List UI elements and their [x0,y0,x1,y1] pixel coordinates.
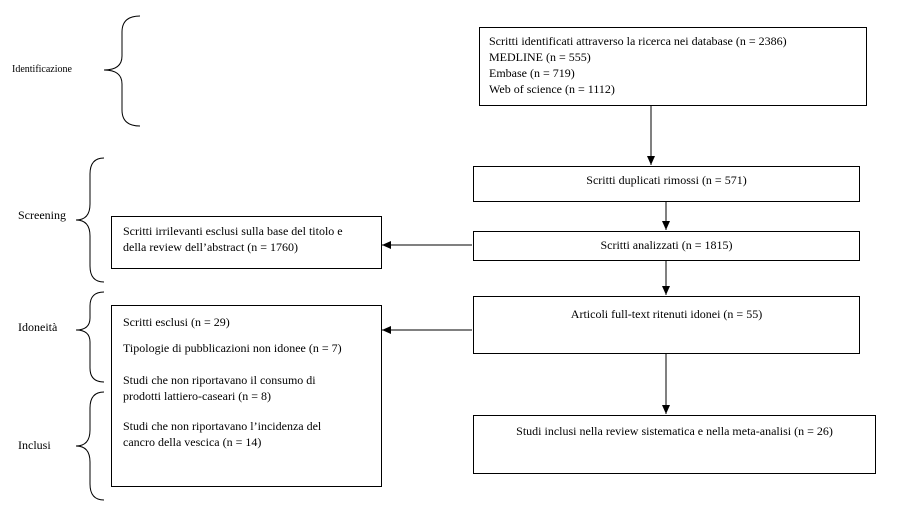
duplicates-text: Scritti duplicati rimossi (n = 571) [586,173,747,187]
stage-label-included: Inclusi [18,438,51,452]
identified-total: Scritti identificati attraverso la ricer… [489,34,787,48]
excluded-title-line1: Scritti irrilevanti esclusi sulla base d… [123,224,343,238]
identified-web-of-science: Web of science (n = 1112) [489,82,615,96]
bracket-included [75,391,105,501]
box-duplicates-removed: Scritti duplicati rimossi (n = 571) [473,166,860,202]
box-studies-included: Studi inclusi nella review sistematica e… [473,415,876,474]
bracket-eligibility [75,291,105,383]
box-excluded-title-abstract: Scritti irrilevanti esclusi sulla base d… [111,216,382,269]
excluded-reason-dairy-line2: prodotti lattiero-caseari (n = 8) [123,389,272,403]
excluded-reason-publication-type: Tipologie di pubblicazioni non idonee (n… [123,341,342,355]
excluded-reason-dairy-line1: Studi che non riportavano il consumo di [123,373,316,387]
box-fulltext-eligible: Articoli full-text ritenuti idonei (n = … [473,296,860,354]
excluded-title-line2: della review dell’abstract (n = 1760) [123,240,299,254]
box-records-screened: Scritti analizzati (n = 1815) [473,231,860,261]
bracket-identification [103,15,141,127]
box-excluded-fulltext: Scritti esclusi (n = 29) Tipologie di pu… [111,305,382,487]
screened-text: Scritti analizzati (n = 1815) [600,238,733,252]
fulltext-text: Articoli full-text ritenuti idonei (n = … [570,307,763,321]
stage-label-eligibility: Idoneità [18,320,58,334]
stage-label-screening: Screening [18,208,66,222]
identified-embase: Embase (n = 719) [489,66,575,80]
excluded-reason-incidence-line2: cancro della vescica (n = 14) [123,435,262,449]
identified-medline: MEDLINE (n = 555) [489,50,591,64]
bracket-screening [75,157,105,283]
box-records-identified: Scritti identificati attraverso la ricer… [479,27,867,106]
excluded-fulltext-title: Scritti esclusi (n = 29) [123,315,230,329]
included-text: Studi inclusi nella review sistematica e… [516,424,833,438]
excluded-reason-incidence-line1: Studi che non riportavano l’incidenza de… [123,419,322,433]
stage-label-identification: Identificazione [12,64,72,75]
